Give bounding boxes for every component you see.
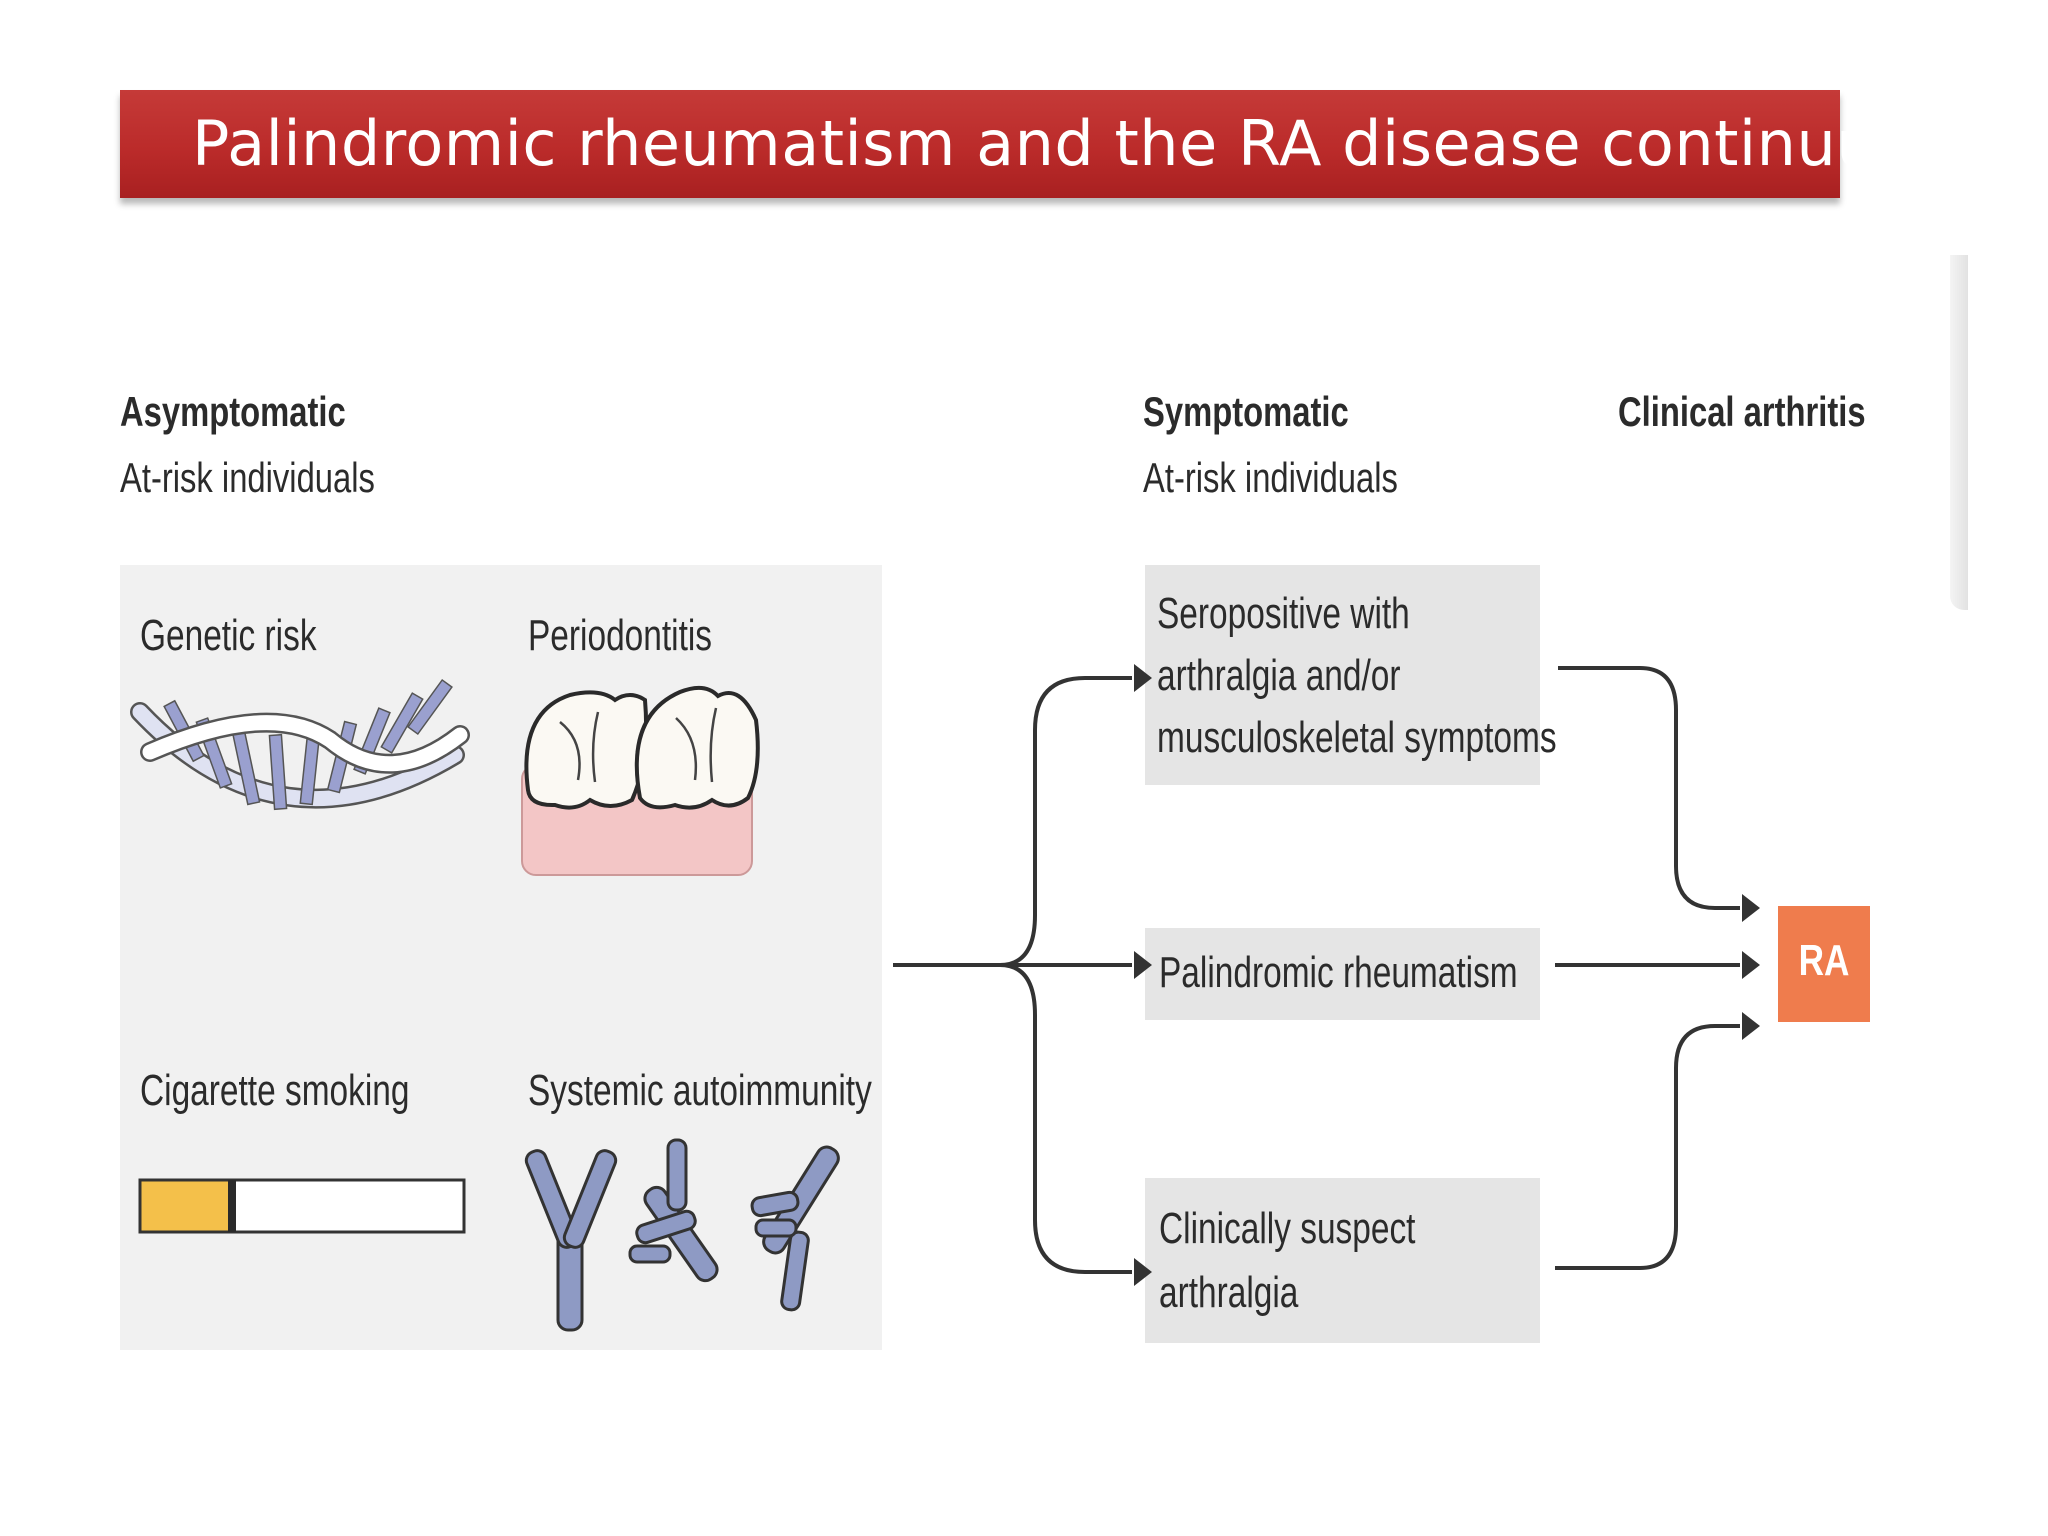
seropositive-box: Seropositive with arthralgia and/or musc…: [1145, 565, 1557, 785]
edge-shade: [1950, 255, 1968, 610]
ra-outcome-box: RA: [1778, 906, 1870, 1022]
converge-arrowheads: [1742, 894, 1760, 1040]
slide-title: Palindromic rheumatism and the RA diseas…: [192, 107, 1937, 180]
antibody-2: [628, 1138, 719, 1283]
asymptomatic-subheading: At-risk individuals: [120, 454, 375, 501]
cigarette-icon: [138, 1178, 466, 1234]
symptomatic-subheading: At-risk individuals: [1143, 454, 1398, 501]
arrow-suspect-to-ra: [1555, 1024, 1740, 1270]
arrowhead-ra-bottom: [1742, 1012, 1760, 1040]
branch-arrows: [893, 676, 1132, 1274]
arrowhead-suspect: [1134, 1258, 1152, 1286]
cigarette-smoking-label: Cigarette smoking: [140, 1066, 410, 1115]
clinical-arthritis-heading: Clinical arthritis: [1618, 388, 1866, 435]
arrow-seropositive-to-ra: [1558, 666, 1740, 910]
arrow-to-seropositive: [999, 676, 1132, 967]
arrowhead-ra-top: [1742, 894, 1760, 922]
title-bar: Palindromic rheumatism and the RA diseas…: [120, 90, 1936, 198]
arrow-to-suspect: [999, 963, 1132, 1274]
seropositive-line-2: arthralgia and/or: [1157, 651, 1401, 700]
clinically-suspect-line-2: arthralgia: [1159, 1268, 1299, 1317]
seropositive-line-1: Seropositive with: [1157, 589, 1410, 638]
branch-arrowheads: [1134, 664, 1152, 1286]
antibody-3: [750, 1145, 840, 1312]
arrowhead-ra-middle: [1742, 951, 1760, 979]
arrowhead-palindromic: [1134, 951, 1152, 979]
periodontitis-label: Periodontitis: [528, 611, 713, 660]
genetic-risk-label: Genetic risk: [140, 611, 317, 660]
dna-helix-icon: [130, 678, 470, 811]
antibody-icon: [524, 1138, 840, 1332]
symptomatic-heading: Symptomatic: [1143, 388, 1349, 435]
palindromic-rheumatism-label: Palindromic rheumatism: [1159, 948, 1518, 997]
antibody-1: [524, 1149, 618, 1332]
clinically-suspect-line-1: Clinically suspect: [1159, 1204, 1416, 1253]
systemic-autoimmunity-label: Systemic autoimmunity: [528, 1066, 872, 1115]
converge-arrows: [1555, 666, 1740, 1270]
asymptomatic-heading: Asymptomatic: [120, 388, 346, 435]
ra-outcome-label: RA: [1798, 936, 1850, 985]
palindromic-rheumatism-box: Palindromic rheumatism: [1145, 928, 1540, 1020]
seropositive-line-3: musculoskeletal symptoms: [1157, 713, 1557, 762]
clinically-suspect-box: Clinically suspect arthralgia: [1145, 1178, 1540, 1343]
teeth-icon: [521, 685, 760, 876]
arrowhead-seropositive: [1134, 664, 1152, 692]
